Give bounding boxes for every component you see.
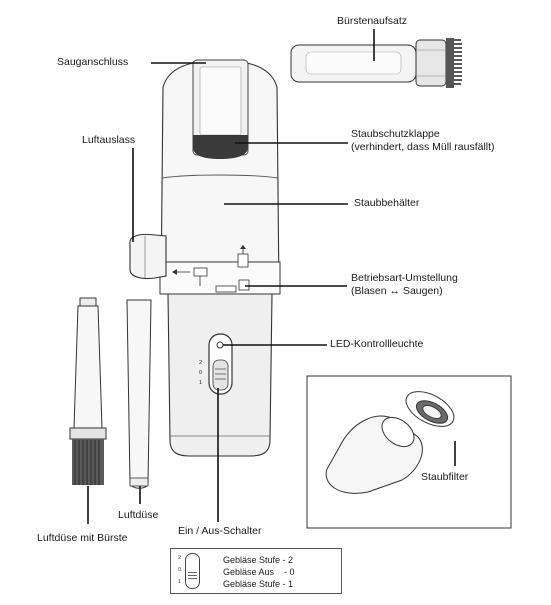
label-sauganschluss: Sauganschluss: [57, 56, 129, 68]
legend-mark-2: 2: [178, 555, 182, 561]
air-nozzle: [126, 299, 152, 489]
switch-mark-0: 0: [199, 370, 203, 376]
label-betriebsart-umstellung: Betriebsart-Umstellung (Blasen ↔ Saugen): [351, 272, 458, 297]
label-luftauslass: Luftauslass: [82, 134, 136, 146]
filter-inset: [306, 375, 512, 529]
switch-legend: 2 0 1 Gebläse Stufe - 2 Gebläse Aus - 0 …: [170, 548, 342, 594]
callout-lines: [87, 29, 456, 524]
legend-mark-0: 0: [178, 567, 182, 573]
label-buerstenaufsatz: Bürstenaufsatz: [337, 15, 408, 27]
label-luftduese-mit-buerste: Luftdüse mit Bürste: [37, 532, 128, 544]
vacuum-body: [129, 59, 281, 457]
legend-row-aus: Gebläse Aus - 0: [223, 567, 295, 577]
legend-mark-1: 1: [178, 579, 182, 585]
label-led-kontrollleuchte: LED-Kontrollleuchte: [330, 338, 424, 350]
switch-mark-1: 1: [199, 380, 203, 386]
label-staubschutzklappe: Staubschutzklappe (verhindert, dass Müll…: [351, 128, 495, 153]
label-staubfilter: Staubfilter: [421, 471, 469, 483]
switch-mark-2: 2: [199, 360, 203, 366]
legend-switch-icon: [185, 553, 200, 589]
label-staubbehaelter: Staubbehälter: [354, 197, 420, 209]
air-nozzle-brush: [69, 297, 107, 485]
legend-row-stufe-1: Gebläse Stufe - 1: [223, 579, 294, 589]
label-luftduese: Luftdüse: [118, 509, 159, 521]
legend-row-stufe-2: Gebläse Stufe - 2: [223, 555, 294, 565]
label-ein-aus-schalter: Ein / Aus-Schalter: [178, 525, 262, 537]
brush-attachment: [290, 38, 462, 88]
